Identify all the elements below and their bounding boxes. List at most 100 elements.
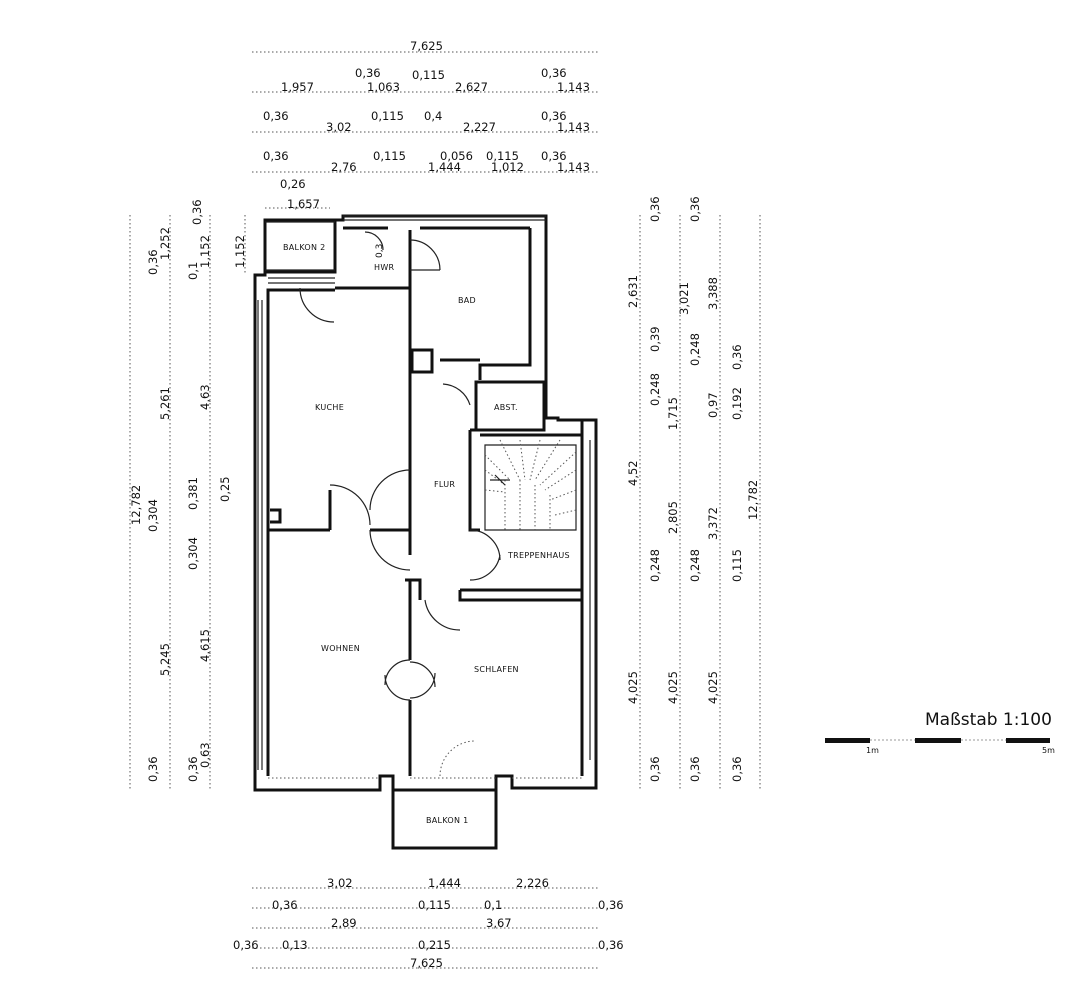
dim-top-1: 1,957 [281, 80, 314, 94]
dim-right-8: 0,36 [730, 344, 744, 370]
scale-title: Maßstab 1:100 [925, 710, 1052, 730]
dim-right-20: 4,025 [626, 671, 640, 704]
dim-bottom-4: 0,36 [272, 898, 298, 912]
room-label-balkon-2: BALKON 2 [283, 243, 326, 252]
room-label-flur: FLUR [434, 480, 455, 489]
dim-top-5: 2,627 [455, 80, 488, 94]
dim-bottom-total: 7,625 [410, 956, 443, 970]
left-dimensions: 12,782 0,36 1,252 0,1 1,152 0,36 1,152 5… [129, 199, 247, 782]
dim-right-13: 4,52 [626, 460, 640, 486]
dim-top-13: 0,36 [541, 109, 567, 123]
dim-top-3: 1,063 [367, 80, 400, 94]
room-label-bad: BAD [458, 296, 476, 305]
dim-top-14: 1,143 [557, 120, 590, 134]
room-label-wohnen: WOHNEN [321, 644, 360, 653]
dim-left-15: 0,36 [146, 756, 160, 782]
windows [257, 215, 597, 779]
dim-bottom-13: 0,36 [598, 938, 624, 952]
dim-right-7: 0,248 [688, 333, 702, 366]
dim-left-6: 1,152 [233, 235, 247, 268]
dim-right-11: 0,97 [706, 392, 720, 418]
dim-top-17: 0,115 [373, 149, 406, 163]
dim-top-18: 0,056 [440, 149, 473, 163]
dim-left-9: 0,304 [146, 499, 160, 532]
dim-right-19: 0,115 [730, 549, 744, 582]
dim-right-10: 1,715 [666, 397, 680, 430]
right-dimensions: 0,36 0,36 2,631 3,021 3,388 0,39 0,248 0… [626, 196, 760, 782]
dim-bottom-5: 0,115 [418, 898, 451, 912]
dim-bottom-1: 3,02 [327, 876, 353, 890]
balkon-2-outline [263, 218, 337, 274]
dim-left-total: 12,782 [129, 485, 143, 525]
dim-right-4: 3,021 [677, 282, 691, 315]
dim-top-21: 1,012 [491, 160, 524, 174]
dim-right-25: 0,36 [730, 756, 744, 782]
dim-left-8: 4,63 [198, 384, 212, 410]
dim-bottom-7: 0,36 [598, 898, 624, 912]
stairs [484, 439, 577, 531]
dim-top-total: 7,625 [410, 39, 443, 53]
dim-top-20: 0,115 [486, 149, 519, 163]
balkon-1-outline [391, 788, 498, 850]
scale-label-1m: 1m [866, 746, 879, 755]
dim-top-9: 3,02 [326, 120, 352, 134]
dim-top-2: 0,36 [355, 66, 381, 80]
dim-right-14: 2,805 [666, 501, 680, 534]
dim-right-21: 4,025 [666, 671, 680, 704]
dim-left-12: 0,304 [186, 537, 200, 570]
dim-right-2: 0,36 [688, 196, 702, 222]
walls [253, 214, 598, 850]
dim-bottom-12: 0,215 [418, 938, 451, 952]
dim-top-4: 0,115 [412, 68, 445, 82]
dim-top-24: 0,26 [280, 177, 306, 191]
dim-top-23: 1,143 [557, 160, 590, 174]
dim-right-12: 0,192 [730, 387, 744, 420]
dim-hwr-inner: 0,3 [375, 244, 385, 258]
dim-left-13: 5,245 [158, 643, 172, 676]
dim-right-9: 0,248 [648, 373, 662, 406]
dim-bottom-10: 0,36 [233, 938, 259, 952]
dim-left-7: 5,261 [158, 387, 172, 420]
dim-right-22: 4,025 [706, 671, 720, 704]
scale-label-5m: 5m [1042, 746, 1055, 755]
dim-top-6: 0,36 [541, 66, 567, 80]
dim-left-14: 4,615 [198, 629, 212, 662]
dim-top-10: 0,115 [371, 109, 404, 123]
dim-top-19: 1,444 [428, 160, 461, 174]
dim-right-16: 12,782 [746, 480, 760, 520]
dim-top-25: 1,657 [287, 197, 320, 211]
dim-right-24: 0,36 [688, 756, 702, 782]
dim-right-6: 0,39 [648, 326, 662, 352]
dim-right-18: 0,248 [688, 549, 702, 582]
dim-right-15: 3,372 [706, 507, 720, 540]
dim-bottom-3: 2,226 [516, 876, 549, 890]
room-label-balkon-1: BALKON 1 [426, 816, 469, 825]
dim-bottom-2: 1,444 [428, 876, 461, 890]
dim-bottom-11: 0,13 [282, 938, 308, 952]
dim-left-17: 0,63 [198, 742, 212, 768]
dim-top-12: 2,227 [463, 120, 496, 134]
dim-right-3: 2,631 [626, 275, 640, 308]
dim-left-11: 0,25 [218, 476, 232, 502]
dim-top-15: 0,36 [263, 149, 289, 163]
room-label-treppenhaus: TREPPENHAUS [507, 551, 570, 560]
dim-right-23: 0,36 [648, 756, 662, 782]
dim-bottom-8: 2,89 [331, 916, 357, 930]
room-labels: BALKON 2 HWR BAD KUCHE ABST. FLUR TREPPE… [283, 243, 570, 825]
dim-top-11: 0,4 [424, 109, 442, 123]
dim-right-17: 0,248 [648, 549, 662, 582]
top-dimensions: 7,625 1,957 0,36 1,063 0,115 2,627 0,36 … [263, 39, 590, 211]
scale-bar: Maßstab 1:100 1m 5m [825, 710, 1055, 755]
doors [299, 231, 501, 777]
dim-top-16: 2,76 [331, 160, 357, 174]
dim-right-5: 3,388 [706, 277, 720, 310]
dim-left-1: 0,36 [146, 249, 160, 275]
dim-left-16: 0,36 [186, 756, 200, 782]
dim-left-5: 0,36 [190, 199, 204, 225]
dim-top-22: 0,36 [541, 149, 567, 163]
room-label-schlafen: SCHLAFEN [474, 665, 519, 674]
dim-top-8: 0,36 [263, 109, 289, 123]
dim-left-2: 1,252 [158, 227, 172, 260]
dim-left-10: 0,381 [186, 477, 200, 510]
